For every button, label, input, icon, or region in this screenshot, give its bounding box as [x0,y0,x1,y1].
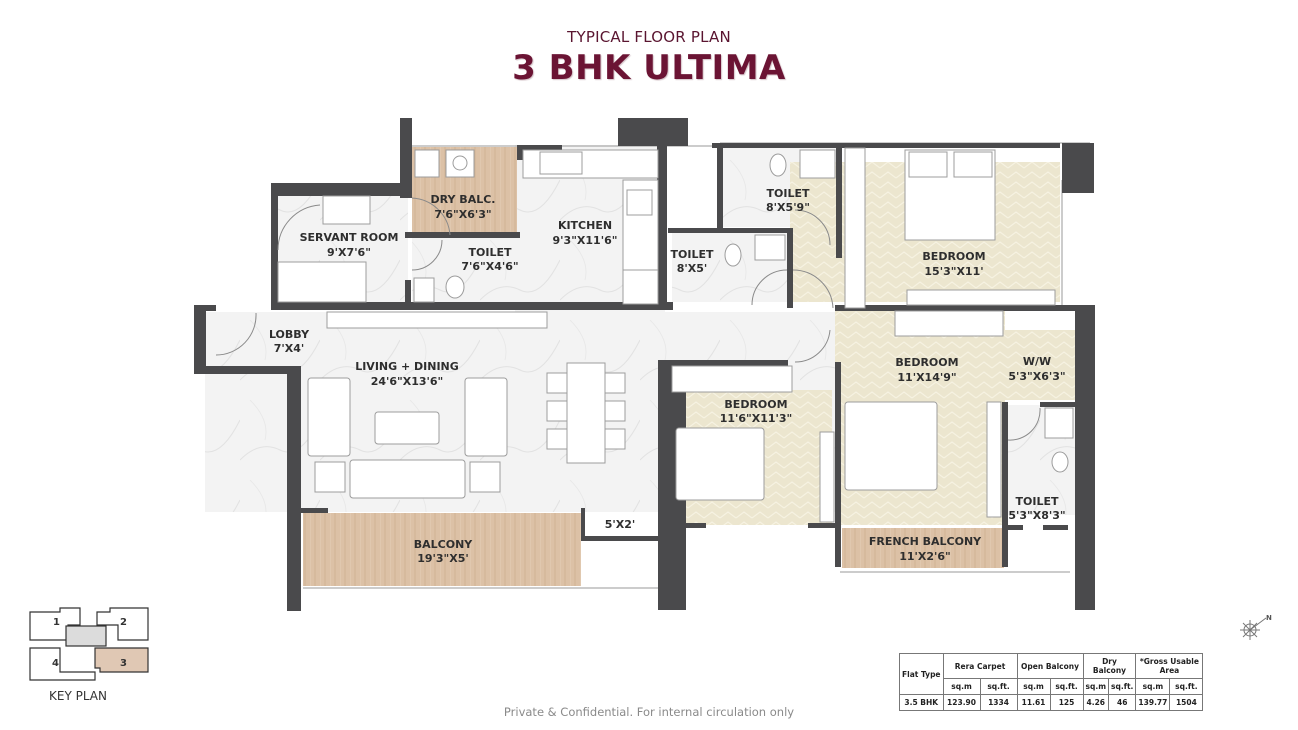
plan-title: 3 BHK ULTIMA [512,48,786,88]
room-bedroom-3: BEDROOM [724,398,787,411]
room-bedroom-1: BEDROOM [922,250,985,263]
header-rera-carpet: Rera Carpet [942,653,1018,679]
room-toilet-3: TOILET [671,248,714,261]
room-servant-toilet: TOILET [469,246,512,259]
svg-text:5'3"X6'3": 5'3"X6'3" [1008,370,1065,383]
svg-text:9'X7'6": 9'X7'6" [327,246,371,259]
plan-subtitle: TYPICAL FLOOR PLAN [567,28,731,46]
svg-text:4: 4 [52,658,59,669]
svg-text:19'3"X5': 19'3"X5' [417,552,469,565]
svg-text:N: N [1266,614,1272,622]
svg-text:11'X2'6": 11'X2'6" [899,550,951,563]
room-kitchen: KITCHEN [558,219,612,232]
header-flat-type: Flat Type [899,653,944,695]
table-row: 3.5 BHK 123.90 1334 11.61 125 4.26 46 13… [899,694,1204,711]
area-table: Flat Type Rera Carpet Open Balcony Dry B… [899,653,1204,711]
room-toilet-4: TOILET [1016,495,1059,508]
room-ledge: 5'X2' [605,518,636,531]
room-balcony: BALCONY [414,538,474,551]
room-servant: SERVANT ROOM [300,231,399,244]
svg-text:15'3"X11': 15'3"X11' [924,265,983,278]
room-labels: DRY BALC. 7'6"X6'3" SERVANT ROOM 9'X7'6"… [269,187,1066,565]
room-living-dining: LIVING + DINING [355,360,459,373]
svg-text:9'3"X11'6": 9'3"X11'6" [553,234,618,247]
svg-text:24'6"X13'6": 24'6"X13'6" [371,375,444,388]
room-dry-balcony: DRY BALC. [431,193,496,206]
header-dry-balcony: Dry Balcony [1082,653,1137,679]
svg-text:11'6"X11'3": 11'6"X11'3" [720,412,793,425]
svg-text:8'X5': 8'X5' [677,262,708,275]
svg-text:7'X4': 7'X4' [274,342,305,355]
room-walk-in-wardrobe: W/W [1023,355,1051,368]
room-french-balcony: FRENCH BALCONY [869,535,982,548]
svg-text:11'X14'9": 11'X14'9" [897,371,956,384]
room-lobby: LOBBY [269,328,310,341]
confidential-footer: Private & Confidential. For internal cir… [503,705,795,719]
room-bedroom-2: BEDROOM [895,356,958,369]
svg-text:8'X5'9": 8'X5'9" [766,201,810,214]
svg-text:2: 2 [120,617,127,628]
svg-text:5'3"X8'3": 5'3"X8'3" [1008,509,1065,522]
svg-text:7'6"X6'3": 7'6"X6'3" [434,208,491,221]
svg-text:3: 3 [120,658,127,669]
header-gross-usable-area: *Gross Usable Area [1135,653,1204,679]
room-toilet-2: TOILET [767,187,810,200]
balcony-floor [303,513,581,586]
header-open-balcony: Open Balcony [1016,653,1084,679]
key-plan-diagram: 1 2 4 3 [29,607,149,681]
compass-rose-icon: N [1240,614,1272,640]
walls [194,118,1095,611]
key-plan-label: KEY PLAN [49,689,107,703]
french-balcony-floor [842,528,1004,568]
svg-text:7'6"X4'6": 7'6"X4'6" [461,260,518,273]
walk-in-wardrobe-floor [1005,330,1075,400]
svg-text:1: 1 [53,617,60,628]
